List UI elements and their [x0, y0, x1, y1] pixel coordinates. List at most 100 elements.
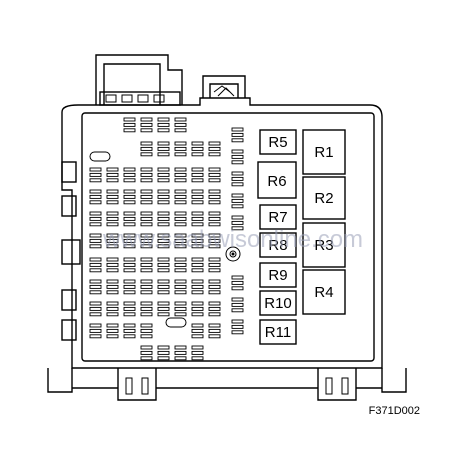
fuse-slot — [174, 194, 187, 199]
watermark-text: www.saabwisonline.com — [102, 226, 363, 253]
fuse-slot — [231, 149, 244, 154]
fuse-slot — [89, 301, 102, 306]
fuse-slot — [191, 306, 204, 311]
fuse-slot — [174, 301, 187, 306]
fuse-slot — [106, 189, 119, 194]
fuse-slot — [191, 284, 204, 289]
fuse-slot — [140, 122, 153, 127]
fuse-slot — [208, 301, 221, 306]
fuse-slot — [174, 356, 187, 361]
relay-r2: R2 — [302, 176, 346, 220]
fuse-slot — [208, 238, 221, 243]
fuse-slot — [231, 297, 244, 302]
fuse-slot — [231, 138, 244, 143]
fuse-slot — [208, 211, 221, 216]
fuse-slot — [231, 204, 244, 209]
fuse-slot — [89, 312, 102, 317]
fuse-slot — [106, 222, 119, 227]
fuse-slot — [140, 194, 153, 199]
figure-code: F371D002 — [369, 405, 420, 417]
fuse-slot — [123, 122, 136, 127]
fuse-slot — [191, 178, 204, 183]
fuse-slot — [106, 244, 119, 249]
fuse-slot — [157, 238, 170, 243]
fuse-slot — [140, 222, 153, 227]
fuse-slot — [140, 128, 153, 133]
fuse-slot — [123, 268, 136, 273]
fuse-slot — [123, 312, 136, 317]
fuse-slot — [123, 200, 136, 205]
relay-r10: R10 — [259, 290, 297, 316]
relay-group: R5 R1 R6 R2 R7 R3 R8 R9 — [257, 129, 346, 345]
relay-r2-label: R2 — [314, 190, 333, 207]
fuse-slot — [89, 284, 102, 289]
fuse-slot — [157, 216, 170, 221]
fuse-slot — [157, 117, 170, 122]
fuse-slot — [231, 330, 244, 335]
fuse-slot — [157, 233, 170, 238]
fuse-slot — [123, 323, 136, 328]
fuse-slot — [208, 312, 221, 317]
fuse-slot — [174, 306, 187, 311]
fuse-slot — [106, 257, 119, 262]
fuse-slot — [89, 200, 102, 205]
fuse-slot — [140, 284, 153, 289]
fuse-slot — [231, 198, 244, 203]
fuse-slot — [106, 233, 119, 238]
fuse-slot — [191, 350, 204, 355]
fuse-slot — [106, 312, 119, 317]
fuse-slot — [208, 146, 221, 151]
fuse-slot — [174, 345, 187, 350]
fuse-slot — [123, 279, 136, 284]
fuse-slot — [157, 257, 170, 262]
fuse-slot — [123, 216, 136, 221]
fuse-slot — [174, 128, 187, 133]
fuse-slot — [140, 328, 153, 333]
fuse-slot — [191, 172, 204, 177]
fuse-slot — [106, 194, 119, 199]
fuse-slot — [208, 172, 221, 177]
fuse-slot — [208, 268, 221, 273]
relay-r5: R5 — [259, 129, 297, 155]
fuse-slot — [174, 312, 187, 317]
fuse-slot — [106, 279, 119, 284]
fuse-slot — [208, 222, 221, 227]
fuse-slot — [123, 194, 136, 199]
fuse-slot — [140, 172, 153, 177]
fuse-slot — [89, 222, 102, 227]
fuse-slot — [208, 152, 221, 157]
fuse-slot — [231, 275, 244, 280]
fuse-slot — [191, 301, 204, 306]
fuse-slot — [123, 262, 136, 267]
fuse-slot — [208, 178, 221, 183]
fuse-slot — [231, 324, 244, 329]
fuse-slot — [140, 350, 153, 355]
fuse-slot — [89, 238, 102, 243]
fuse-slot — [174, 284, 187, 289]
fuse-slot — [208, 194, 221, 199]
fuse-slot — [140, 141, 153, 146]
fuse-slot — [208, 328, 221, 333]
fuse-slot — [123, 238, 136, 243]
relay-r8-label: R8 — [268, 237, 287, 254]
fuse-slot — [174, 216, 187, 221]
fuse-slot — [191, 200, 204, 205]
fuse-slot — [157, 178, 170, 183]
fuse-slot — [191, 211, 204, 216]
fuse-slot — [174, 152, 187, 157]
fuse-slot — [106, 216, 119, 221]
fuse-slot — [140, 146, 153, 151]
bottom-clips — [125, 377, 349, 395]
fuse-slot — [157, 194, 170, 199]
fuse-slot — [174, 350, 187, 355]
fuse-slot — [123, 257, 136, 262]
relay-r8: R8 — [259, 232, 297, 258]
fuse-slot — [89, 244, 102, 249]
fuse-slot — [191, 167, 204, 172]
fuse-slot — [191, 244, 204, 249]
fuse-slot — [231, 220, 244, 225]
fuse-slot — [174, 172, 187, 177]
fuse-slot — [191, 312, 204, 317]
fuse-slot — [157, 152, 170, 157]
